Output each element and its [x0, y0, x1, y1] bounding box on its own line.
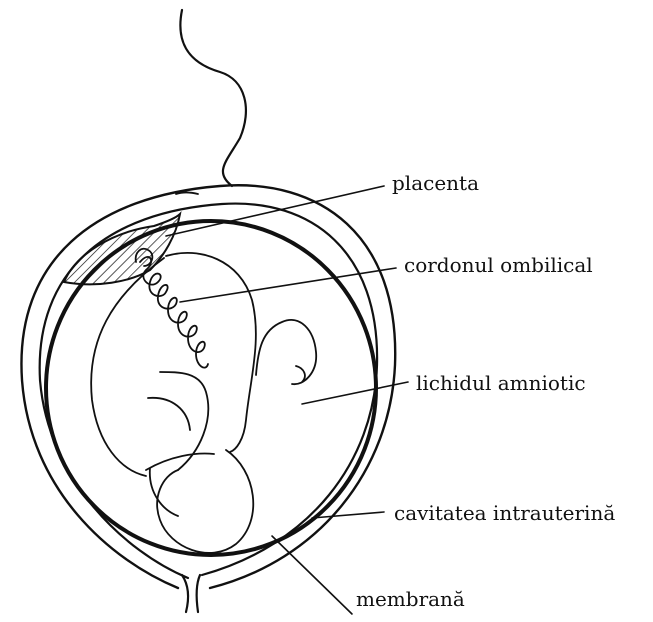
umbilical-cord — [140, 257, 208, 368]
leader-line-membrane — [272, 536, 352, 614]
placenta-edge — [176, 193, 198, 195]
fetus-leg — [256, 320, 316, 384]
fetus-inner-line — [91, 258, 164, 476]
fetus-arm — [148, 372, 208, 470]
label-umbilical-cord: cordonul ombilical — [404, 253, 593, 277]
fetus-head — [157, 450, 253, 553]
label-amniotic-fluid: lichidul amniotic — [416, 371, 586, 395]
mother-body-outline — [180, 10, 246, 186]
fetus-back — [166, 253, 256, 452]
label-uterine-cavity: cavitatea intrauterină — [394, 501, 615, 525]
cervix — [182, 575, 200, 612]
placenta — [64, 214, 180, 284]
label-placenta: placenta — [392, 171, 479, 195]
label-membrane: membrană — [356, 587, 465, 611]
fetus-body — [146, 454, 214, 516]
